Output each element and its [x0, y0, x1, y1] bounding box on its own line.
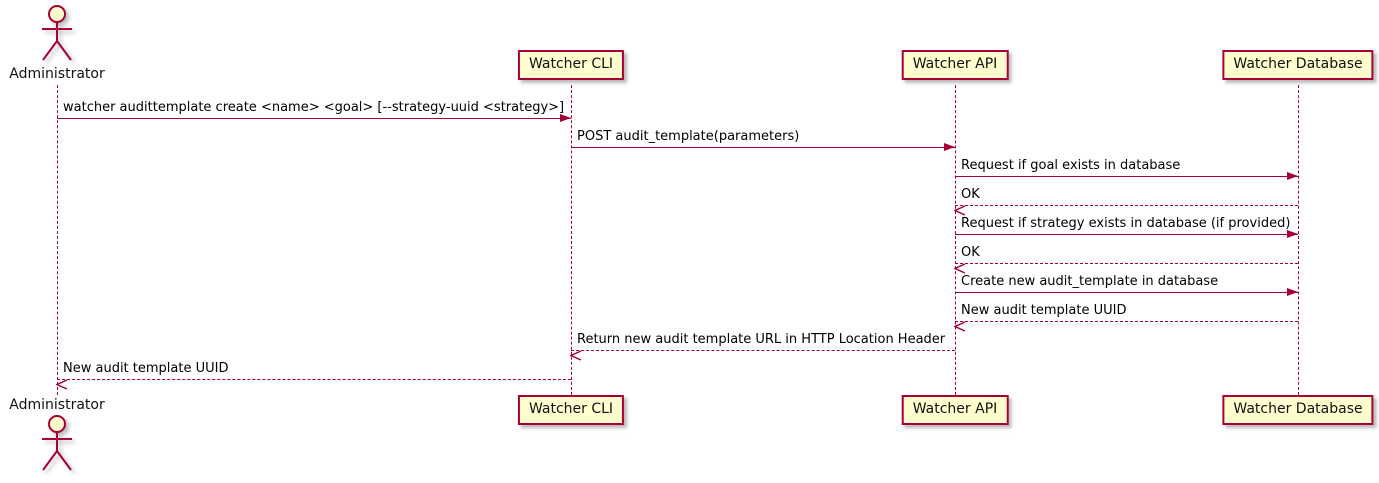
message-line-dashed — [55, 378, 571, 390]
actor-icon — [42, 5, 72, 61]
message-label: Create new audit_template in database — [961, 274, 1219, 289]
message-label: watcher audittemplate create <name> <goa… — [63, 100, 565, 115]
message-label: POST audit_template(parameters) — [577, 129, 800, 144]
open-arrowhead — [953, 201, 966, 216]
open-arrowhead-icon — [55, 378, 68, 390]
actor-figure-administrator-top — [29, 3, 85, 69]
actor-label-administrator-bottom: Administrator — [9, 397, 105, 413]
solid-arrowhead-icon — [560, 114, 571, 122]
message-label: Request if strategy exists in database (… — [961, 216, 1291, 231]
solid-arrowhead-icon — [1287, 172, 1298, 180]
message-label: New audit template UUID — [63, 361, 229, 376]
open-arrowhead-icon — [953, 204, 966, 216]
open-arrowhead — [953, 317, 966, 332]
open-arrowhead-icon — [953, 320, 966, 332]
lifeline-db — [1297, 85, 1299, 395]
solid-arrowhead-icon — [1287, 288, 1298, 296]
message-label: New audit template UUID — [961, 303, 1127, 318]
participant-box-cli-bottom: Watcher CLI — [517, 395, 625, 425]
open-arrowhead — [55, 375, 68, 390]
participant-box-cli-top: Watcher CLI — [517, 50, 625, 80]
open-arrowhead — [569, 346, 582, 361]
message-label: Return new audit template URL in HTTP Lo… — [577, 332, 946, 347]
actor-figure-administrator-bottom — [29, 413, 85, 479]
solid-arrowhead-icon — [944, 143, 955, 151]
participant-box-api-bottom: Watcher API — [901, 395, 1009, 425]
message-label: Request if goal exists in database — [961, 158, 1181, 173]
message-line-solid — [955, 230, 1298, 238]
message-line-dashed — [953, 204, 1298, 216]
lifeline-administrator — [56, 85, 58, 395]
participant-box-api-top: Watcher API — [901, 50, 1009, 80]
open-arrowhead — [953, 259, 966, 274]
message-line-dashed — [953, 320, 1298, 332]
message-label: OK — [961, 187, 980, 202]
participant-box-db-bottom: Watcher Database — [1222, 395, 1374, 425]
actor-label-administrator-top: Administrator — [9, 66, 105, 82]
message-line-solid — [955, 172, 1298, 180]
message-label: OK — [961, 245, 980, 260]
participant-box-db-top: Watcher Database — [1222, 50, 1374, 80]
open-arrowhead-icon — [569, 349, 582, 361]
lifeline-cli — [570, 85, 572, 395]
lifeline-api — [954, 85, 956, 395]
open-arrowhead-icon — [953, 262, 966, 274]
message-line-dashed — [953, 262, 1298, 274]
solid-arrowhead-icon — [1287, 230, 1298, 238]
actor-icon — [42, 415, 72, 471]
message-line-solid — [955, 288, 1298, 296]
message-line-solid — [571, 143, 955, 151]
message-line-dashed — [569, 349, 955, 361]
message-line-solid — [57, 114, 571, 122]
